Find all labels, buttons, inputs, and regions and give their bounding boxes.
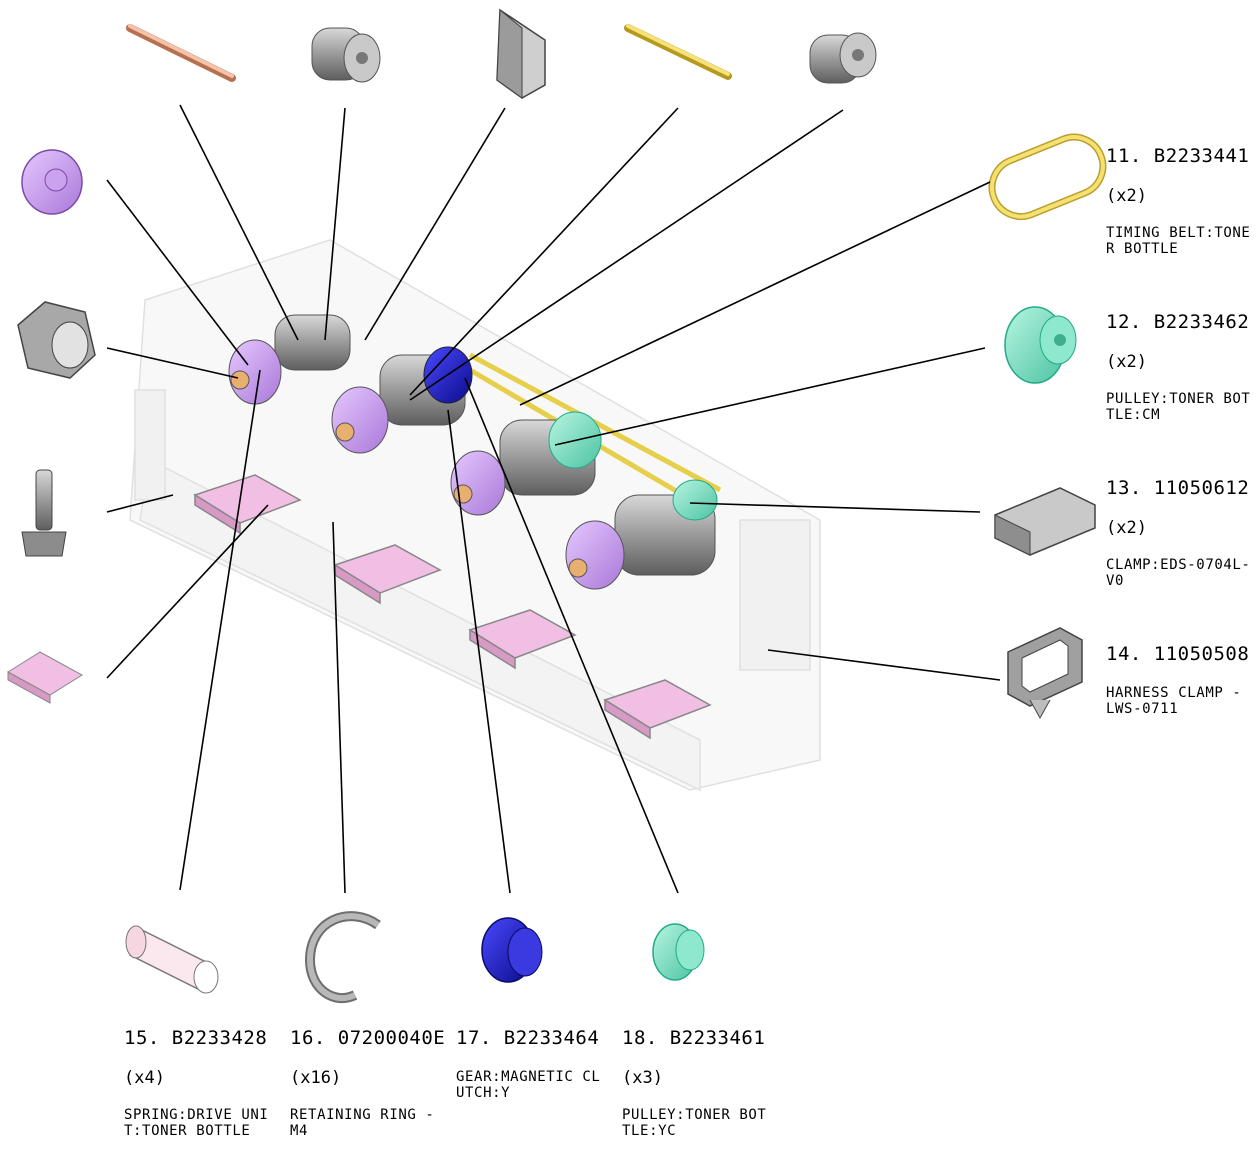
- screw-part: [21, 469, 67, 557]
- part-number: 17. B2233464: [456, 1027, 600, 1050]
- leader-lines: [106, 104, 1001, 894]
- part-description: CLAMP:EDS-0704L-V0: [1106, 556, 1251, 589]
- part-number: 18. B2233461: [622, 1027, 766, 1050]
- callout-16-retaining-ring: 16. 07200040E (x16) RETAINING RING - M4: [290, 1010, 445, 1157]
- pulley-yc-part: [652, 923, 705, 981]
- spring-part: [125, 925, 219, 994]
- shaft-copper-part: [126, 24, 236, 82]
- timing-belt-part: [988, 133, 1107, 220]
- part-number: 16. 07200040E: [290, 1027, 446, 1050]
- exploded-parts-diagram: 11. B2233441 (x2) TIMING BELT:TONER BOTT…: [7, 8, 1256, 1139]
- part-description: PULLEY:TONER BOTTLE:YC: [622, 1106, 767, 1139]
- callout-18-pulley-yc: 18. B2233461 (x3) PULLEY:TONER BOTTLE:YC: [622, 1010, 772, 1157]
- shaft-yellow-part: [624, 24, 732, 80]
- clamp-part: [994, 487, 1096, 556]
- lock-plate-part: [7, 651, 83, 704]
- gray-collar-part: [17, 301, 96, 379]
- pulley-cm-part: [1004, 306, 1077, 384]
- callout-13-clamp: 13. 11050612 (x2) CLAMP:EDS-0704L-V0: [1106, 460, 1256, 607]
- diagram-drawing: [7, 8, 1107, 1004]
- part-number: 15. B2233428: [124, 1027, 268, 1050]
- part-description: PULLEY:TONER BOTTLE:CM: [1106, 390, 1251, 423]
- callout-12-pulley-cm: 12. B2233462 (x2) PULLEY:TONER BOTTLE:CM: [1106, 294, 1256, 441]
- magnetic-clutch-gear-part: [481, 917, 543, 983]
- part-quantity: (x3): [622, 1067, 663, 1088]
- part-description: TIMING BELT:TONER BOTTLE: [1106, 224, 1251, 257]
- motor-part-2: [809, 32, 877, 84]
- part-description: RETAINING RING - M4: [290, 1106, 435, 1139]
- part-number: 12. B2233462: [1106, 311, 1250, 334]
- part-number: 14. 11050508: [1106, 643, 1250, 666]
- part-quantity: (x2): [1106, 351, 1147, 372]
- retaining-ring-part: [304, 911, 381, 1004]
- callout-15-spring: 15. B2233428 (x4) SPRING:DRIVE UNIT:TONE…: [124, 1010, 274, 1157]
- drive-unit-2: [331, 346, 473, 454]
- callout-17-magnetic-clutch-gear: 17. B2233464 GEAR:MAGNETIC CLUTCH:Y: [456, 1010, 606, 1119]
- part-quantity: (x4): [124, 1067, 165, 1088]
- bracket-part: [496, 8, 546, 99]
- callout-14-harness-clamp: 14. 11050508 HARNESS CLAMP - LWS-0711: [1106, 626, 1256, 735]
- part-quantity: (x16): [290, 1067, 342, 1088]
- lock-plates: [193, 474, 712, 740]
- part-description: SPRING:DRIVE UNIT:TONER BOTTLE: [124, 1106, 269, 1139]
- pink-gear-part: [21, 149, 83, 215]
- callout-11-timing-belt: 11. B2233441 (x2) TIMING BELT:TONER BOTT…: [1106, 128, 1256, 275]
- drive-unit-4: [565, 479, 718, 590]
- part-quantity: (x2): [1106, 517, 1147, 538]
- part-number: 11. B2233441: [1106, 145, 1250, 168]
- motor-part-1: [311, 27, 381, 83]
- part-quantity: (x2): [1106, 185, 1147, 206]
- part-description: HARNESS CLAMP - LWS-0711: [1106, 684, 1242, 717]
- part-description: GEAR:MAGNETIC CLUTCH:Y: [456, 1068, 601, 1101]
- harness-clamp-part: [1007, 627, 1083, 720]
- part-number: 13. 11050612: [1106, 477, 1250, 500]
